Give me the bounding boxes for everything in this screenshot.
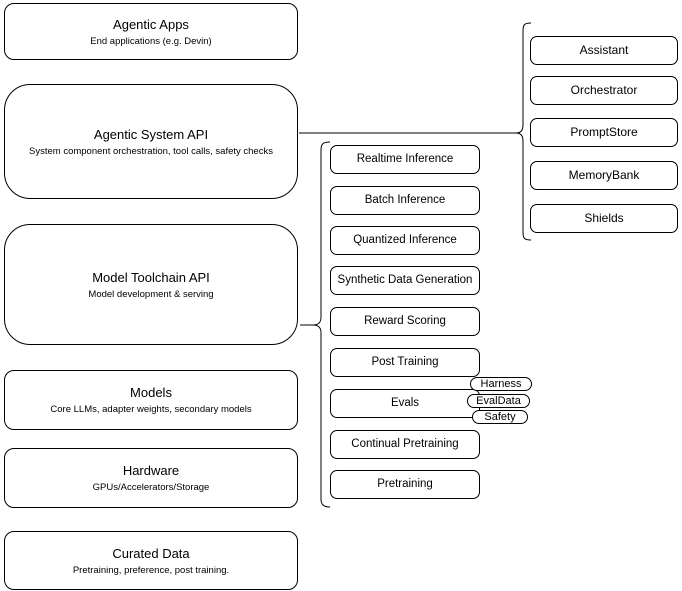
box-models: Models Core LLMs, adapter weights, secon… — [4, 370, 298, 430]
node-label: Shields — [584, 211, 624, 225]
tag-harness: Harness — [470, 377, 532, 391]
node-label: Assistant — [579, 43, 629, 57]
box-hardware: Hardware GPUs/Accelerators/Storage — [4, 448, 298, 508]
toolchain-brace — [312, 141, 331, 508]
tag-safety: Safety — [472, 410, 528, 424]
node-label: PromptStore — [570, 125, 638, 139]
box-subtitle: GPUs/Accelerators/Storage — [92, 482, 210, 493]
tag-label: EvalData — [476, 395, 521, 407]
node-label: Quantized Inference — [353, 234, 457, 246]
node-label: Synthetic Data Generation — [337, 274, 473, 286]
box-subtitle: System component orchestration, tool cal… — [29, 145, 273, 157]
box-curated-data: Curated Data Pretraining, preference, po… — [4, 531, 298, 590]
system-components-brace — [515, 22, 532, 241]
component-orchestrator: Orchestrator — [530, 76, 678, 105]
node-label: Continual Pretraining — [351, 438, 459, 450]
toolchain-item-pretraining: Pretraining — [330, 470, 480, 499]
toolchain-item-reward-scoring: Reward Scoring — [330, 307, 480, 336]
box-subtitle: Core LLMs, adapter weights, secondary mo… — [50, 404, 252, 415]
toolchain-item-evals: Evals — [330, 389, 480, 418]
toolchain-item-post-training: Post Training — [330, 348, 480, 377]
component-shields: Shields — [530, 204, 678, 233]
box-title: Agentic System API — [93, 126, 209, 142]
box-subtitle: End applications (e.g. Devin) — [90, 35, 212, 47]
component-memorybank: MemoryBank — [530, 161, 678, 190]
tag-label: Harness — [480, 378, 522, 390]
node-label: Orchestrator — [570, 83, 638, 97]
node-label: Post Training — [371, 356, 439, 368]
node-label: Pretraining — [377, 478, 433, 490]
box-agentic-system-api: Agentic System API System component orch… — [4, 84, 298, 199]
box-title: Curated Data — [112, 545, 190, 561]
component-promptstore: PromptStore — [530, 118, 678, 147]
toolchain-item-realtime-inference: Realtime Inference — [330, 145, 480, 174]
box-title: Agentic Apps — [113, 16, 189, 32]
tag-label: Safety — [484, 411, 516, 423]
node-label: MemoryBank — [568, 168, 640, 182]
component-assistant: Assistant — [530, 36, 678, 65]
node-label: Batch Inference — [364, 194, 446, 206]
node-label: Realtime Inference — [356, 153, 454, 165]
toolchain-item-continual-pretraining: Continual Pretraining — [330, 430, 480, 459]
toolchain-item-synthetic-data-generation: Synthetic Data Generation — [330, 266, 480, 295]
toolchain-item-batch-inference: Batch Inference — [330, 186, 480, 215]
box-title: Model Toolchain API — [92, 269, 210, 285]
box-title: Hardware — [122, 463, 180, 478]
box-model-toolchain-api: Model Toolchain API Model development & … — [4, 224, 298, 345]
box-subtitle: Model development & serving — [88, 288, 214, 300]
box-title: Models — [130, 385, 172, 400]
toolchain-item-quantized-inference: Quantized Inference — [330, 226, 480, 255]
node-label: Reward Scoring — [364, 315, 446, 327]
node-label: Evals — [390, 397, 420, 409]
tag-evaldata: EvalData — [467, 394, 530, 408]
box-subtitle: Pretraining, preference, post training. — [72, 564, 230, 576]
box-agentic-apps: Agentic Apps End applications (e.g. Devi… — [4, 3, 298, 60]
